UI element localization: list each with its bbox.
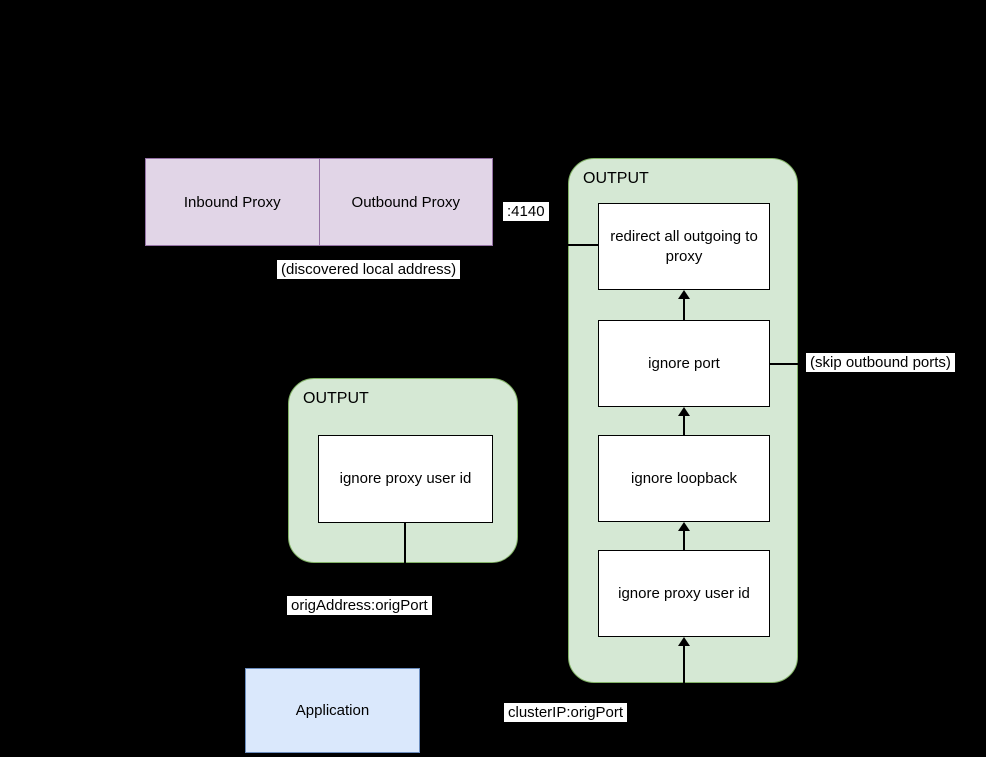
application-node: Application: [245, 668, 420, 753]
output-large-title: OUTPUT: [583, 170, 649, 187]
inbound-proxy-node: Inbound Proxy: [146, 159, 320, 245]
cluster-ip-port-label: clusterIP:origPort: [504, 703, 628, 722]
orig-address-port-label: origAddress:origPort: [287, 596, 432, 615]
rule-ignore-proxy-user-id-small: ignore proxy user id: [318, 435, 493, 523]
arrow-up-icon: [678, 637, 690, 646]
outbound-proxy-node: Outbound Proxy: [351, 193, 460, 211]
proxy-container-node: Inbound Proxy Outbound Proxy: [145, 158, 493, 246]
connector-ignore-port-to-skip-label: [770, 363, 807, 365]
arrow-up-stem: [683, 531, 685, 550]
rule-ignore-loopback: ignore loopback: [598, 435, 770, 522]
arrow-up-stem: [683, 646, 685, 683]
arrow-up-icon: [678, 522, 690, 531]
connector-small-rule-down: [404, 523, 406, 563]
arrow-up-stem: [683, 299, 685, 320]
rule-ignore-proxy-user-id-large: ignore proxy user id: [598, 550, 770, 637]
arrow-up-icon: [678, 290, 690, 299]
rule-redirect-all-outgoing: redirect all outgoing to proxy: [598, 203, 770, 290]
output-small-title: OUTPUT: [303, 390, 369, 407]
skip-outbound-ports-label: (skip outbound ports): [806, 353, 955, 372]
discovered-local-address-label: (discovered local address): [277, 260, 461, 279]
arrow-up-stem: [683, 416, 685, 435]
rule-ignore-port: ignore port: [598, 320, 770, 407]
arrow-up-icon: [678, 407, 690, 416]
connector-proxy-to-redirect: [546, 244, 598, 246]
port-4140-label: :4140: [503, 202, 549, 221]
